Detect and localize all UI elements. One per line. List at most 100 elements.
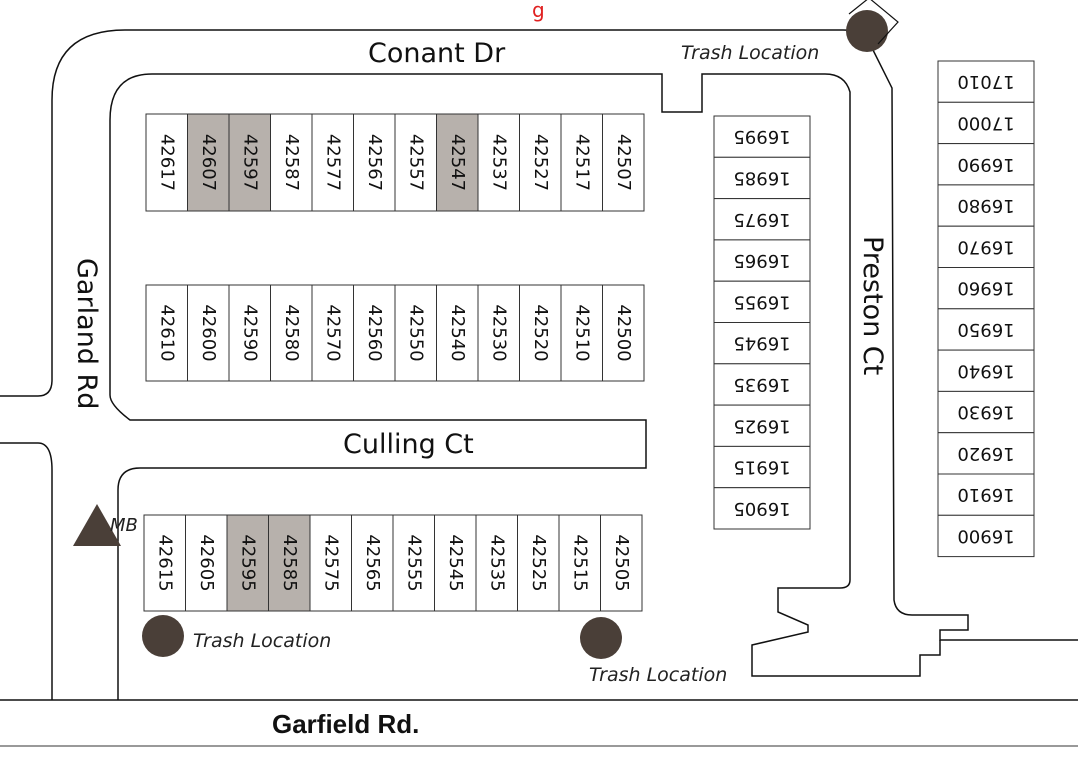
unit-box xyxy=(600,514,643,612)
unit-number: 42550 xyxy=(405,304,426,361)
unit-block: 42600 xyxy=(187,284,230,382)
unit-block: 42617 xyxy=(145,113,188,212)
unit-block: 42585 xyxy=(268,514,311,612)
unit-box xyxy=(937,308,1035,351)
unit-number: 16985 xyxy=(733,167,790,188)
unit-block: 16985 xyxy=(713,156,811,200)
unit-number: 42530 xyxy=(488,304,509,361)
header-fragment: g xyxy=(532,0,545,22)
unit-block: 42525 xyxy=(517,514,560,612)
mailbox-icon xyxy=(73,504,121,546)
unit-number: 16920 xyxy=(957,443,1014,464)
unit-number: 42557 xyxy=(405,134,426,191)
unit-block: 17000 xyxy=(937,101,1035,145)
unit-box xyxy=(394,113,437,212)
trash-enclosure xyxy=(848,0,899,45)
unit-box xyxy=(937,225,1035,268)
unit-number: 42587 xyxy=(281,134,302,191)
unit-number: 42517 xyxy=(571,134,592,191)
inner-block-outline xyxy=(152,73,941,677)
unit-number: 42615 xyxy=(154,534,175,591)
unit-highlighted xyxy=(268,514,311,612)
unit-number: 42600 xyxy=(198,304,219,361)
unit-box xyxy=(560,113,603,212)
unit-box xyxy=(394,284,437,382)
unit-number: 42505 xyxy=(611,534,632,591)
unit-block: 42510 xyxy=(560,284,603,382)
unit-block: 42547 xyxy=(436,113,479,212)
unit-number: 16990 xyxy=(957,154,1014,175)
unit-number: 16940 xyxy=(957,360,1014,381)
unit-number: 42527 xyxy=(530,134,551,191)
unit-block: 42507 xyxy=(602,113,645,212)
unit-block: 16935 xyxy=(713,363,811,406)
unit-box xyxy=(713,198,811,241)
unit-number: 42510 xyxy=(571,304,592,361)
unit-box xyxy=(228,284,271,382)
unit-block: 16930 xyxy=(937,390,1035,434)
unit-box xyxy=(937,143,1035,186)
unit-number: 16945 xyxy=(733,333,790,354)
unit-box xyxy=(713,487,811,530)
unit-block: 16900 xyxy=(937,514,1035,558)
unit-number: 42500 xyxy=(613,304,634,361)
unit-number: 42540 xyxy=(447,304,468,361)
unit-box xyxy=(143,514,186,612)
unit-block: 42575 xyxy=(309,514,352,612)
unit-block: 16965 xyxy=(713,239,811,282)
trash-label-southwest: Trash Location xyxy=(193,630,331,652)
unit-block: 42520 xyxy=(519,284,562,382)
unit-box xyxy=(436,284,479,382)
unit-box xyxy=(560,284,603,382)
unit-block: 42530 xyxy=(477,284,520,382)
unit-block: 42515 xyxy=(558,514,601,612)
unit-number: 42590 xyxy=(239,304,260,361)
unit-box xyxy=(145,284,188,382)
unit-block: 16960 xyxy=(937,267,1035,310)
unit-number: 42545 xyxy=(445,534,466,591)
unit-box xyxy=(519,284,562,382)
unit-box xyxy=(937,267,1035,310)
road-label-conant: Conant Dr xyxy=(368,38,506,69)
unit-block: 17010 xyxy=(937,60,1035,103)
unit-number: 16930 xyxy=(957,402,1014,423)
unit-block: 42587 xyxy=(270,113,313,212)
unit-number: 16905 xyxy=(733,498,790,519)
trash-marker-icon xyxy=(846,10,888,52)
unit-box xyxy=(713,239,811,282)
unit-block: 42517 xyxy=(560,113,603,212)
unit-number: 42570 xyxy=(322,304,343,361)
unit-box xyxy=(309,514,352,612)
unit-block: 16940 xyxy=(937,349,1035,392)
trash-label-south: Trash Location xyxy=(589,664,727,686)
unit-box xyxy=(713,445,811,489)
unit-number: 42535 xyxy=(486,534,507,591)
unit-block: 42610 xyxy=(145,284,188,382)
unit-box xyxy=(187,284,230,382)
mailbox-label: MB xyxy=(110,515,138,536)
unit-box xyxy=(185,514,228,612)
unit-number: 16965 xyxy=(733,250,790,271)
unit-number: 16995 xyxy=(733,126,790,147)
unit-box xyxy=(311,284,354,382)
unit-block: 16920 xyxy=(937,432,1035,475)
unit-number: 16915 xyxy=(733,457,790,478)
unit-box xyxy=(353,113,396,212)
unit-number: 42577 xyxy=(322,134,343,191)
unit-box xyxy=(937,390,1035,434)
unit-box xyxy=(602,284,645,382)
road-label-garland: Garland Rd xyxy=(71,258,102,409)
road-label-culling: Culling Ct xyxy=(343,429,474,460)
unit-block: 42597 xyxy=(228,113,271,212)
road-outlines xyxy=(0,29,1078,701)
unit-block: 42535 xyxy=(475,514,518,612)
inner-loop xyxy=(109,73,647,700)
unit-block: 42567 xyxy=(353,113,396,212)
unit-block: 16955 xyxy=(713,280,811,324)
unit-block: 16915 xyxy=(713,445,811,489)
unit-number: 17010 xyxy=(957,71,1014,92)
unit-box xyxy=(937,349,1035,392)
unit-block: 16950 xyxy=(937,308,1035,351)
